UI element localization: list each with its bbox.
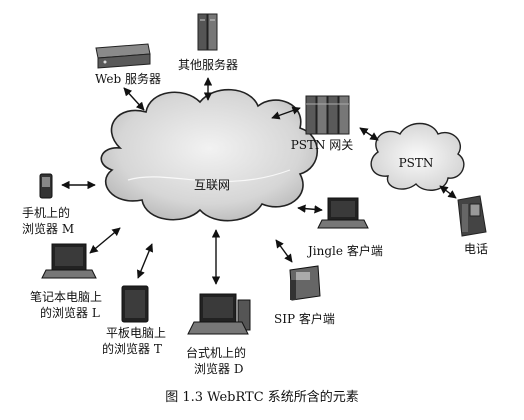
pstn-gateway-label: PSTN 网关	[290, 138, 354, 152]
jingle-client-label: Jingle 客户端	[308, 244, 383, 258]
tablet-icon	[121, 285, 149, 323]
mobile-label-line1: 手机上的	[22, 206, 71, 220]
arrow-gateway-pstn	[359, 127, 379, 141]
desktop-label-line1: 台式机上的	[186, 346, 247, 360]
tablet-label-line1: 平板电脑上	[106, 326, 167, 340]
arrow-laptop	[89, 227, 121, 254]
laptop-label-line1: 笔记本电脑上	[30, 290, 103, 304]
mobile-phone-icon	[39, 173, 53, 199]
other-servers-label: 其他服务器	[177, 58, 238, 72]
laptop-icon	[41, 243, 97, 279]
sip-client-label: SIP 客户端	[274, 312, 335, 326]
internet-cloud	[100, 88, 318, 222]
pstn-gateway-icon	[305, 95, 350, 135]
sip-client-icon	[289, 265, 321, 301]
desktop-icon	[187, 293, 251, 335]
jingle-client-icon	[317, 197, 369, 229]
laptop-label-line2: 的浏览器 L	[40, 306, 100, 320]
pstn-label: PSTN	[398, 156, 434, 170]
web-server-label: Web 服务器	[95, 72, 161, 86]
figure-caption: 图 1.3 WebRTC 系统所含的元素	[165, 390, 359, 405]
web-server-icon	[95, 43, 151, 69]
desktop-label-line2: 浏览器 D	[194, 362, 244, 376]
internet-label: 互联网	[193, 178, 230, 192]
arrow-sip	[275, 239, 293, 263]
phone-label: 电话	[464, 242, 489, 256]
arrow-tablet	[136, 243, 154, 279]
tablet-label-line2: 的浏览器 T	[102, 342, 162, 356]
connections	[61, 77, 457, 285]
arrow-pstn-gateway	[271, 106, 301, 120]
telephone-icon	[457, 195, 487, 237]
mobile-label-line2: 浏览器 M	[22, 222, 75, 236]
arrow-web-server	[123, 87, 145, 111]
arrow-jingle	[297, 204, 323, 214]
pstn-cloud	[370, 122, 465, 191]
other-servers-icon	[197, 13, 218, 51]
arrow-pstn-phone	[439, 185, 457, 199]
